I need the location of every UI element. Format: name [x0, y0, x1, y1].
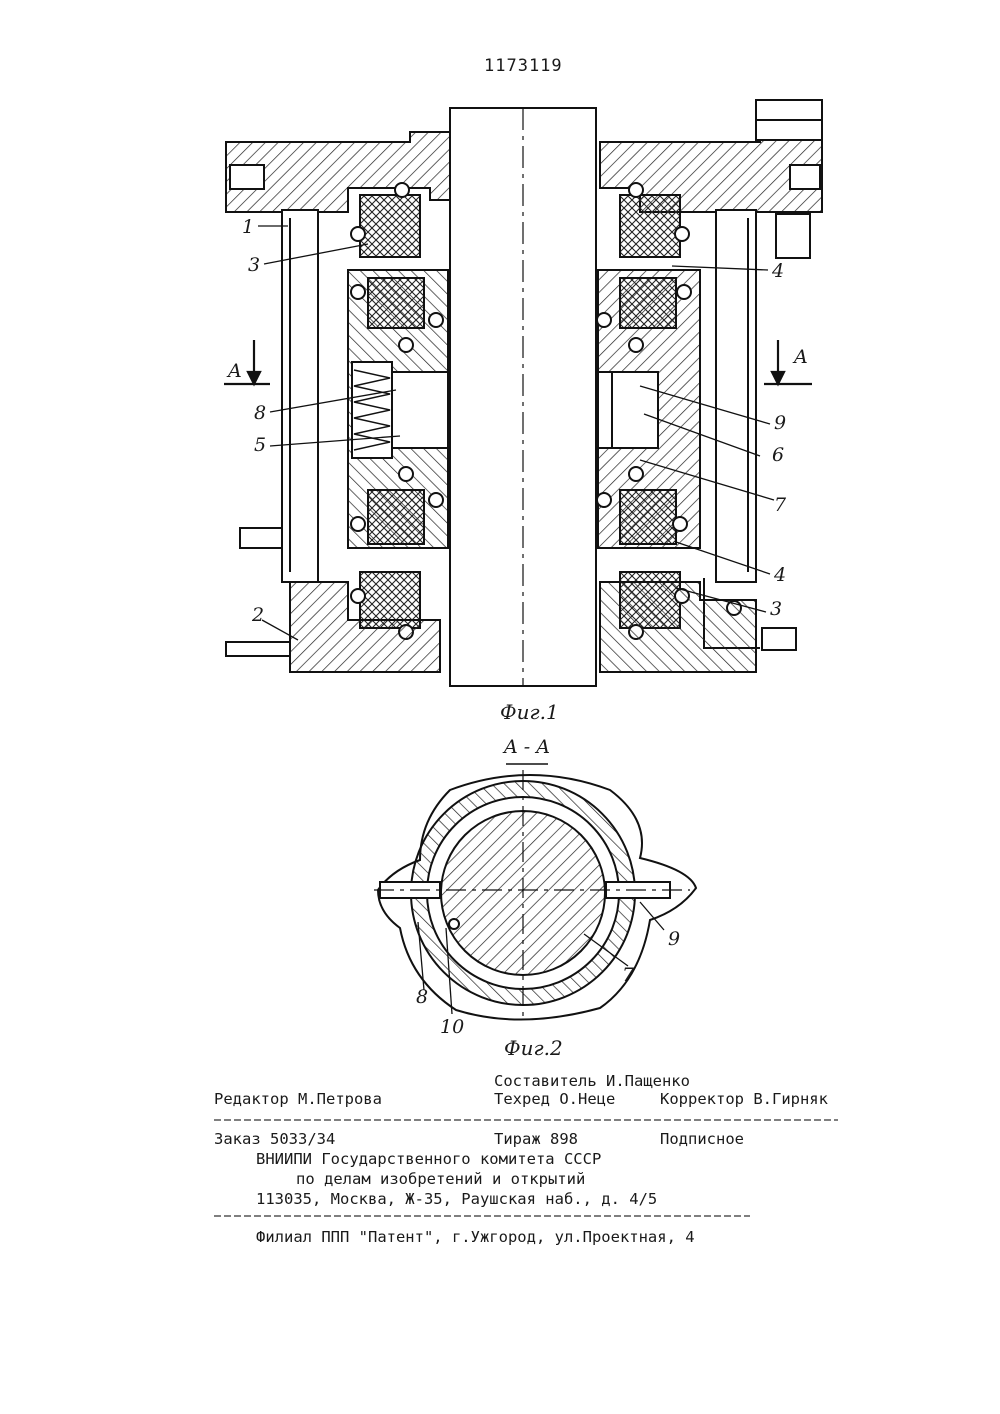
fig1-label-4-top: 4 [772, 260, 784, 282]
fig1-label-3-left: 3 [248, 254, 260, 276]
footer-editor: Редактор М.Петрова [214, 1090, 382, 1108]
fig2-label-8: 8 [416, 986, 428, 1008]
inner-body-left [348, 195, 448, 628]
footer-order: Заказ 5033/34 [214, 1130, 335, 1148]
footer-address: 113035, Москва, Ж-35, Раушская наб., д. … [256, 1190, 657, 1208]
fig1-label-3-right: 3 [770, 598, 782, 620]
section-mark-left: A [228, 360, 242, 382]
fig1-caption: Фиг.1 [500, 700, 559, 724]
fig2-label-7: 7 [622, 964, 634, 986]
fig2-label-9: 9 [668, 928, 680, 950]
fig2-caption: Фиг.2 [504, 1036, 563, 1060]
fig2-section-title: A - A [504, 736, 550, 758]
inner-body-right [598, 195, 700, 628]
footer-org-line2: по делам изобретений и открытий [296, 1170, 585, 1188]
footer-org-line1: ВНИИПИ Государственного комитета СССР [256, 1150, 601, 1168]
footer-branch: Филиал ППП "Патент", г.Ужгород, ул.Проек… [256, 1228, 695, 1246]
fig1-label-1: 1 [242, 216, 254, 238]
footer-compiler: Составитель И.Пащенко [494, 1072, 690, 1090]
footer-techred: Техред О.Неце [494, 1090, 615, 1108]
fig1-label-4-bottom: 4 [774, 564, 786, 586]
footer-corrector: Корректор В.Гирняк [660, 1090, 828, 1108]
fig1-label-9: 9 [774, 412, 786, 434]
fig1-label-5: 5 [254, 434, 266, 456]
fig2-label-10: 10 [440, 1016, 464, 1038]
shaft [450, 108, 596, 686]
fig1-label-8: 8 [254, 402, 266, 424]
figure-2-drawing [374, 764, 696, 1020]
footer-subscription: Подписное [660, 1130, 744, 1148]
fig1-label-7: 7 [774, 494, 786, 516]
fig1-label-2: 2 [252, 604, 264, 626]
fig1-label-6: 6 [772, 444, 784, 466]
section-mark-right: A [794, 346, 808, 368]
footer-circulation: Тираж 898 [494, 1130, 578, 1148]
